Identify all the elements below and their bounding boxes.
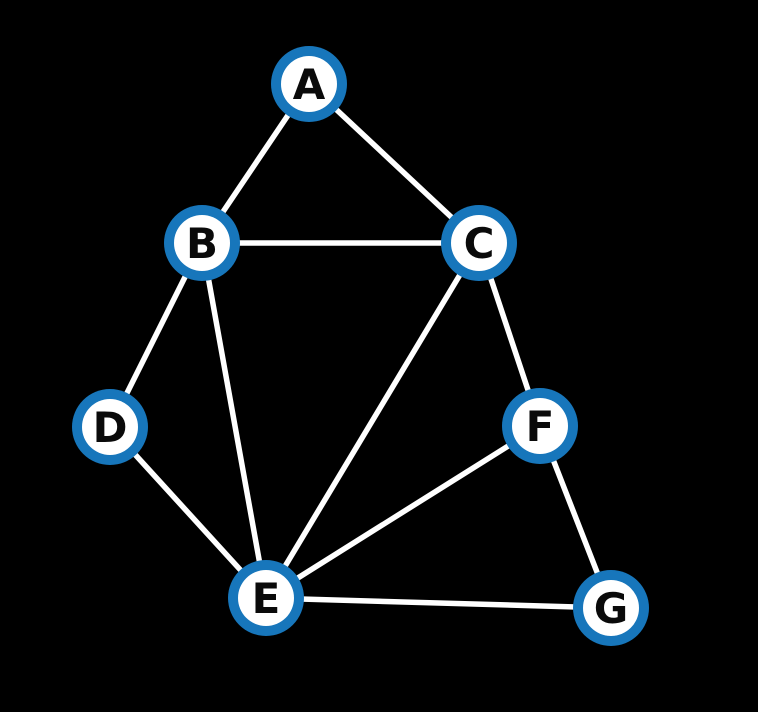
edge-C-E xyxy=(263,240,482,601)
graph-node-A[interactable]: A xyxy=(271,46,347,122)
edge-E-F xyxy=(263,423,543,601)
graph-node-C[interactable]: C xyxy=(441,205,517,281)
node-fill-A xyxy=(281,56,337,112)
edge-A-C xyxy=(306,81,482,246)
node-fill-C xyxy=(451,215,507,271)
node-fill-B xyxy=(174,215,230,271)
edge-D-E xyxy=(107,424,269,601)
edges-layer xyxy=(107,81,614,611)
node-fill-D xyxy=(82,399,138,455)
graph-node-B[interactable]: B xyxy=(164,205,240,281)
node-fill-G xyxy=(583,580,639,636)
node-fill-F xyxy=(512,398,568,454)
graph-node-E[interactable]: E xyxy=(228,560,304,636)
nodes-layer: A B C D E F G xyxy=(72,46,649,646)
graph-node-F[interactable]: F xyxy=(502,388,578,464)
graph-node-G[interactable]: G xyxy=(573,570,649,646)
edge-E-G xyxy=(263,595,614,611)
node-fill-E xyxy=(238,570,294,626)
edge-B-E xyxy=(199,240,269,601)
graph-node-D[interactable]: D xyxy=(72,389,148,465)
